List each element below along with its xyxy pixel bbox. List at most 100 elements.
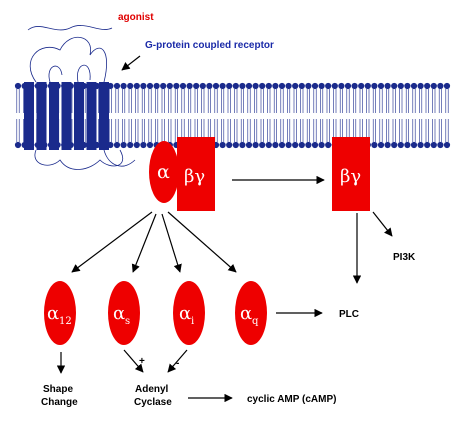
- lipid-tail: [188, 89, 192, 113]
- lipid-head: [443, 141, 451, 149]
- lipid-tail: [108, 119, 112, 142]
- transmembrane-helix: [74, 82, 84, 150]
- lipid-head: [391, 141, 398, 149]
- lipid-head: [14, 141, 22, 149]
- lipid-head: [179, 82, 187, 90]
- lipid-tail: [386, 89, 390, 113]
- lipid-tail: [148, 89, 152, 113]
- lipid-head: [391, 82, 398, 90]
- lipid-tail: [247, 89, 251, 113]
- plc-label: PLC: [339, 309, 359, 320]
- lipid-head: [193, 82, 200, 90]
- lipid-tail: [287, 89, 291, 113]
- lipid-head: [311, 82, 319, 90]
- receptor-loops: [27, 25, 136, 170]
- lipid-tail: [379, 119, 383, 142]
- lipid-tail: [141, 89, 145, 113]
- lipid-head: [331, 82, 338, 90]
- lipid-tail: [155, 89, 159, 113]
- lipid-head: [318, 82, 325, 90]
- lipid-tail: [221, 119, 225, 142]
- lipid-head: [292, 82, 299, 90]
- lipid-head: [219, 141, 226, 149]
- alpha-subunit: [149, 141, 179, 203]
- lipid-tail: [201, 89, 205, 113]
- lipid-head: [384, 141, 391, 149]
- lipid-head: [404, 141, 411, 149]
- lipid-head: [252, 82, 259, 90]
- lipid-tail: [141, 119, 145, 142]
- lipid-tail: [207, 89, 211, 113]
- lipid-head: [226, 141, 233, 149]
- lipid-tail: [194, 89, 198, 113]
- lipid-head: [133, 141, 140, 149]
- lipid-tail: [260, 119, 264, 142]
- lipid-tail: [280, 119, 284, 142]
- lipid-tail: [432, 89, 436, 113]
- receptor-label: G-protein coupled receptor: [145, 40, 274, 51]
- lipid-tail: [122, 119, 126, 142]
- lipid-tail: [445, 89, 449, 113]
- lipid-head: [351, 82, 358, 90]
- alphaq-symbol: α: [240, 303, 252, 324]
- lipid-tail: [379, 89, 383, 113]
- lipid-tail: [293, 119, 297, 142]
- lipid-tail: [392, 89, 396, 113]
- alphaq-subunit: α q: [235, 281, 267, 345]
- lipid-head: [239, 82, 246, 90]
- lipid-head: [206, 82, 213, 90]
- lipid-head: [364, 82, 371, 90]
- alpha12-subscript: 12: [59, 316, 72, 327]
- lipid-tail: [425, 119, 429, 142]
- transmembrane-helix: [61, 82, 72, 150]
- lipid-head: [298, 141, 305, 149]
- alpha12-subunit: α 12: [44, 281, 76, 345]
- lipid-tail: [399, 89, 403, 113]
- lipid-head: [259, 82, 266, 90]
- lipid-head: [377, 82, 385, 90]
- lipid-tail: [432, 119, 436, 142]
- lipid-tail: [438, 119, 442, 142]
- lipid-head: [272, 141, 279, 149]
- lipid-tail: [115, 89, 119, 113]
- lipid-head: [417, 82, 424, 90]
- lipid-tail: [313, 89, 317, 113]
- receptor-helices: [24, 82, 109, 150]
- lipid-tail: [227, 89, 231, 113]
- lipid-tail: [267, 119, 271, 142]
- adenyl-cyclase-line2: Cyclase: [134, 397, 172, 408]
- lipid-head: [410, 82, 418, 90]
- lipid-tail: [419, 119, 423, 142]
- lipid-tail: [438, 89, 442, 113]
- lipid-head: [311, 141, 319, 149]
- lipid-head: [298, 82, 305, 90]
- lipid-tail: [108, 89, 112, 113]
- lipid-tail: [214, 119, 218, 142]
- lipid-head: [285, 141, 292, 149]
- lipid-head: [410, 141, 418, 149]
- lipid-tail: [234, 119, 238, 142]
- lipid-tail: [128, 119, 132, 142]
- lipid-head: [153, 82, 160, 90]
- lipid-tail: [333, 89, 337, 113]
- plus-sign: +: [139, 356, 145, 367]
- lipid-head: [325, 82, 332, 90]
- adenyl-cyclase-line1: Adenyl: [135, 384, 169, 395]
- lipid-head: [113, 82, 121, 90]
- lipid-head: [278, 82, 286, 90]
- lipid-head: [120, 141, 127, 149]
- lipid-head: [140, 82, 147, 90]
- lipid-head: [127, 82, 134, 90]
- lipid-head: [140, 141, 147, 149]
- shape-change-line1: Shape: [43, 384, 73, 395]
- lipid-tail: [425, 89, 429, 113]
- lipid-head: [265, 141, 272, 149]
- arrow-to-alphas: [131, 213, 157, 273]
- arrow-alphas-to-ac: [123, 349, 144, 373]
- lipid-tail: [260, 89, 264, 113]
- betagamma-symbol: βγ: [184, 166, 205, 187]
- lipid-tail: [168, 119, 172, 142]
- lipid-head: [146, 82, 154, 90]
- lipid-head: [245, 82, 253, 90]
- lipid-tail: [306, 89, 310, 113]
